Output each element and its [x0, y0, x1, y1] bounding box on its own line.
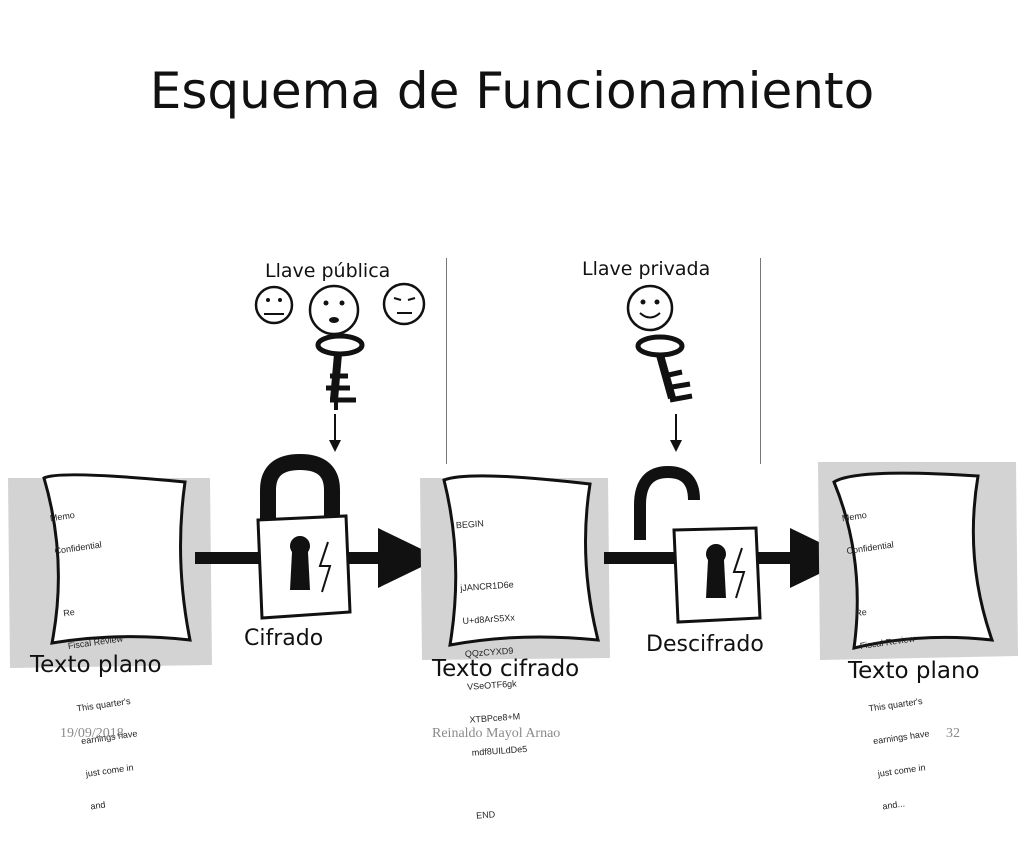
- doc-line: This quarter's: [75, 695, 132, 714]
- doc-line: and...: [881, 798, 906, 812]
- doc-line: earnings have: [872, 728, 930, 747]
- private-key-arrow: [670, 414, 682, 452]
- cipher-text-document: [420, 474, 610, 660]
- private-key-icon: [635, 334, 693, 403]
- plain-text-label-right: Texto plano: [848, 658, 980, 684]
- doc-line: Memo: [49, 509, 76, 524]
- doc-line: Confidential: [53, 539, 103, 556]
- footer-author: Reinaldo Mayol Arnao: [432, 726, 561, 741]
- private-key-label: Llave privada: [582, 258, 711, 280]
- encrypt-label: Cifrado: [244, 626, 324, 651]
- open-padlock-icon: [634, 465, 762, 624]
- doc-line: XTBPce8+M: [469, 711, 521, 725]
- plain-text-document-left: [8, 473, 212, 668]
- diagram-graphics: [8, 282, 1018, 668]
- doc-line: just come in: [85, 762, 135, 779]
- encryption-diagram: Llave pública Llave privada Memo Confide…: [8, 258, 1018, 821]
- public-key-arrow: [329, 414, 341, 452]
- plain-text-label-left: Texto plano: [30, 652, 162, 678]
- doc-line: Fiscal Review: [859, 633, 916, 652]
- doc-line: Re: [62, 606, 76, 619]
- footer-date: 19/09/2018: [60, 726, 124, 741]
- footer-page-number: 32: [946, 726, 960, 741]
- face-icon-smile: [626, 284, 674, 332]
- doc-line: and: [89, 799, 107, 812]
- doc-line: Memo: [841, 509, 868, 524]
- doc-line: mdf8UILdDe5: [471, 743, 528, 758]
- doc-line: This quarter's: [867, 695, 924, 714]
- face-icon-center: [308, 284, 360, 336]
- doc-line: BEGIN: [455, 518, 485, 531]
- doc-line: just come in: [877, 762, 927, 779]
- cipher-text-label: Texto cifrado: [432, 656, 580, 682]
- private-key-panel-edge: [760, 258, 761, 464]
- doc-line: U+d8ArS5Xx: [462, 612, 516, 627]
- face-icon-right: [382, 282, 426, 326]
- doc-line: END: [475, 809, 496, 821]
- doc-line: Confidential: [845, 539, 895, 556]
- doc-line: jJANCR1D6e: [459, 579, 515, 594]
- public-key-label: Llave pública: [265, 260, 391, 282]
- decrypt-label: Descifrado: [646, 632, 764, 657]
- face-icon-left: [254, 285, 294, 325]
- slide-title: Esquema de Funcionamiento: [149, 62, 875, 120]
- public-key-panel-edge: [446, 258, 447, 464]
- doc-line: Fiscal Review: [67, 633, 124, 652]
- closed-padlock-icon: [256, 453, 352, 620]
- public-key-icon: [315, 333, 365, 410]
- plain-text-document-right: [818, 462, 1018, 660]
- doc-line: Re: [854, 606, 868, 619]
